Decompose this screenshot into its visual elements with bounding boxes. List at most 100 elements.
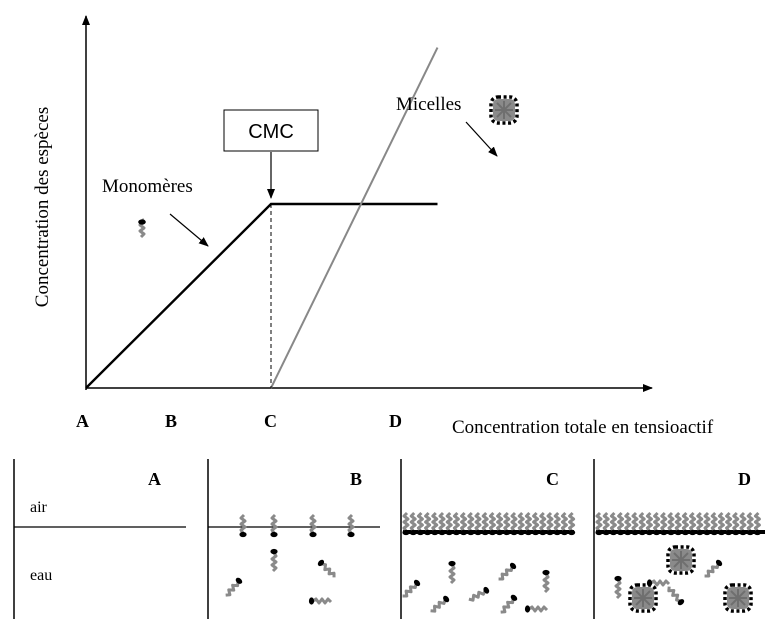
air-label: air [30,499,48,516]
surfactant-molecule-icon [701,511,713,537]
surfactant-molecule-icon [480,511,491,537]
micelles-label: Micelles [396,94,461,115]
cmc-label: CMC [248,121,294,143]
y-axis-label: Concentration des espèces [32,107,53,307]
surfactant-molecule-icon [307,595,333,607]
surfactant-molecule-icon [429,511,440,537]
surfactant-molecule-icon [451,511,462,537]
surfactant-molecule-icon [494,511,505,537]
surfactant-molecule-icon [472,511,484,537]
surfactant-molecule-icon [615,511,626,537]
cmc-box [223,109,319,152]
surfactant-molecule-icon [629,511,641,537]
panel-a: A air eau [14,469,186,584]
micelles-arrow [465,121,498,157]
surfactant-molecule-icon [465,511,476,537]
surfactant-molecule-icon [737,511,749,537]
x-axis-label: Concentration totale en tensioactif [452,417,714,438]
surfactant-molecule-icon [701,557,725,581]
panel-label: A [148,469,161,489]
x-marker-b: B [165,411,177,431]
surfactant-molecule-icon [466,584,492,605]
x-marker-a: A [76,411,89,431]
surfactant-monolayer [400,511,577,537]
surfactant-head-icon [138,219,146,225]
monomers-arrow [169,213,209,247]
surfactant-molecule-icon [487,511,498,537]
x-marker-d: D [389,411,402,431]
surfactant-molecule-icon [730,511,741,537]
surfactant-molecule-icon [415,511,426,537]
surfactant-molecule-icon [400,511,412,537]
micelle-icon [723,583,753,613]
chart-series-group [85,47,439,389]
surfactant-molecule-icon [673,511,684,537]
surfactant-molecule-icon [444,511,455,537]
surfactant-molecule-icon [540,568,552,594]
chart-area: CMC Monomères Micelles Concentration des… [32,15,714,438]
surfactant-molecule-icon [537,511,548,537]
panel-label: D [738,469,751,489]
surfactant-molecule-icon [315,557,339,581]
surfactant-molecule-icon [559,511,570,537]
surfactant-molecule-icon [446,559,458,585]
surfactant-molecule-icon [544,511,556,537]
surfactant-molecule-icon [680,511,691,537]
surfactant-molecule-icon [268,513,280,539]
surfactant-molecule-icon [709,511,720,537]
surfactant-molecule-icon [566,511,577,537]
surfactant-molecule-icon [427,593,452,616]
surfactant-molecule-icon [523,603,549,615]
surfactant-molecule-icon [593,511,605,537]
surfactant-molecule-icon [601,511,612,537]
surfactant-molecule-icon [723,511,734,537]
surfactant-molecule-icon [307,513,319,539]
surfactant-molecule-icon [716,511,727,537]
surfactant-molecule-icon [608,511,619,537]
panel-label: C [546,469,559,489]
surfactant-molecule-icon [222,575,245,600]
surfactant-molecule-icon [651,511,662,537]
surfactant-molecule-icon [622,511,633,537]
surfactant-molecule-icon [745,511,756,537]
surfactant-molecule-icon [399,577,423,601]
surfactant-molecule-icon [645,577,671,589]
surfactant-molecule-icon [268,547,280,573]
surfactant-molecule-icon [612,574,624,600]
panel-b: B [208,469,380,607]
surfactant-molecule-icon [501,511,512,537]
surfactant-molecule-icon [508,511,520,537]
x-marker-c: C [264,411,277,431]
micelle-icon [666,545,696,575]
surfactant-molecule-icon [665,511,677,537]
surfactant-molecule-icon [637,511,648,537]
micelle-icon [628,583,658,613]
panel-label: B [350,469,362,489]
monomers-label: Monomères [102,176,193,197]
surfactant-molecule-icon [644,511,655,537]
surfactant-molecule-icon [516,511,527,537]
surfactant-molecule-icon [345,513,357,539]
surfactant-molecule-icon [408,511,419,537]
surfactant-molecule-icon [664,583,687,608]
surfactant-molecule-icon [658,511,669,537]
surfactant-molecule-icon [458,511,469,537]
surfactant-molecule-icon [530,511,541,537]
surfactant-molecule-icon [237,513,249,539]
micelle-icon [489,95,519,125]
micelles-series-line [270,47,439,389]
surfactant-molecule-icon [552,511,563,537]
panel-d: D [593,469,765,613]
surfactant-molecule-icon [687,511,698,537]
surfactant-molecule-icon [497,592,520,617]
surfactant-molecule-icon [523,511,534,537]
panel-c: C [399,469,577,617]
surfactant-molecule-icon [436,511,448,537]
surfactant-molecule-icon [422,511,433,537]
water-label: eau [30,567,52,584]
surfactant-molecule-icon [752,511,763,537]
surfactant-molecule-icon [694,511,705,537]
surfactant-monolayer [593,511,765,537]
panels: A air eau B C [13,459,765,619]
